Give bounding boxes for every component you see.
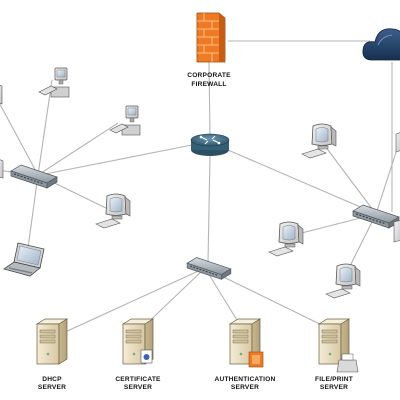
crt-monitor-icon [95,193,131,229]
desktop-computer-icon [393,220,400,243]
right-edge-computer-2[interactable] [393,220,400,243]
corporate-firewall[interactable]: CORPORATE FIREWALL [187,12,231,88]
link-router-bottom-switch [207,154,211,263]
desktop-computer-icon [395,132,400,153]
firewall-icon [196,12,226,63]
link-firewall-router [208,61,211,139]
fileprint-label-line1: FILE/PRINT [315,376,353,383]
authentication-server[interactable]: AUTHENTICATION SERVER [215,318,276,391]
crt-monitor-icon [268,221,304,257]
dhcp-label-line2: SERVER [38,384,66,391]
fileprint-label-line2: SERVER [320,384,348,391]
right-edge-computer[interactable] [395,132,400,153]
crt-monitor-right-mid[interactable] [268,221,304,257]
router-icon[interactable] [190,133,230,156]
laptop-icon [3,242,45,277]
authentication-badge-icon [248,351,264,368]
authentication-label-line2: SERVER [231,384,259,391]
desktop-computer-2[interactable] [109,105,141,136]
crt-monitor-icon [325,263,361,299]
firewall-label-line1: CORPORATE [187,72,231,79]
desktop-computer-icon [109,105,141,136]
authentication-label-line1: AUTHENTICATION [215,376,276,383]
crt-monitor-left[interactable] [95,193,131,229]
crt-monitor-right-bottom[interactable] [325,263,361,299]
link-router-right-switch [227,149,373,213]
desktop-computer-1[interactable] [38,67,70,98]
switch-icon [186,256,232,280]
crt-monitor-icon [301,123,337,159]
certificate-label-line1: CERTIFICATE [115,376,161,383]
printer-icon [336,353,359,373]
crt-monitor-right-top[interactable] [301,123,337,159]
dhcp-label-line1: DHCP [42,376,62,383]
desktop-computer-icon [38,67,70,98]
certificate-server[interactable]: CERTIFICATE SERVER [115,318,161,391]
file-print-server[interactable]: FILE/PRINT SERVER [315,318,359,391]
firewall-label-line2: FIREWALL [191,81,226,88]
left-edge-computer-2[interactable] [0,158,4,179]
certificate-label-line2: SERVER [124,384,152,391]
laptop[interactable] [3,242,45,277]
cloud-icon[interactable] [362,28,400,61]
desktop-computer-icon [0,159,4,179]
left-edge-computer[interactable] [0,84,3,105]
dhcp-server[interactable]: DHCP SERVER [36,318,68,391]
switch-bottom[interactable] [186,256,232,280]
desktop-computer-icon [0,85,3,105]
server-tower-icon [36,318,68,365]
link-router-left-switch [39,144,193,176]
certificate-badge-icon [140,349,153,364]
